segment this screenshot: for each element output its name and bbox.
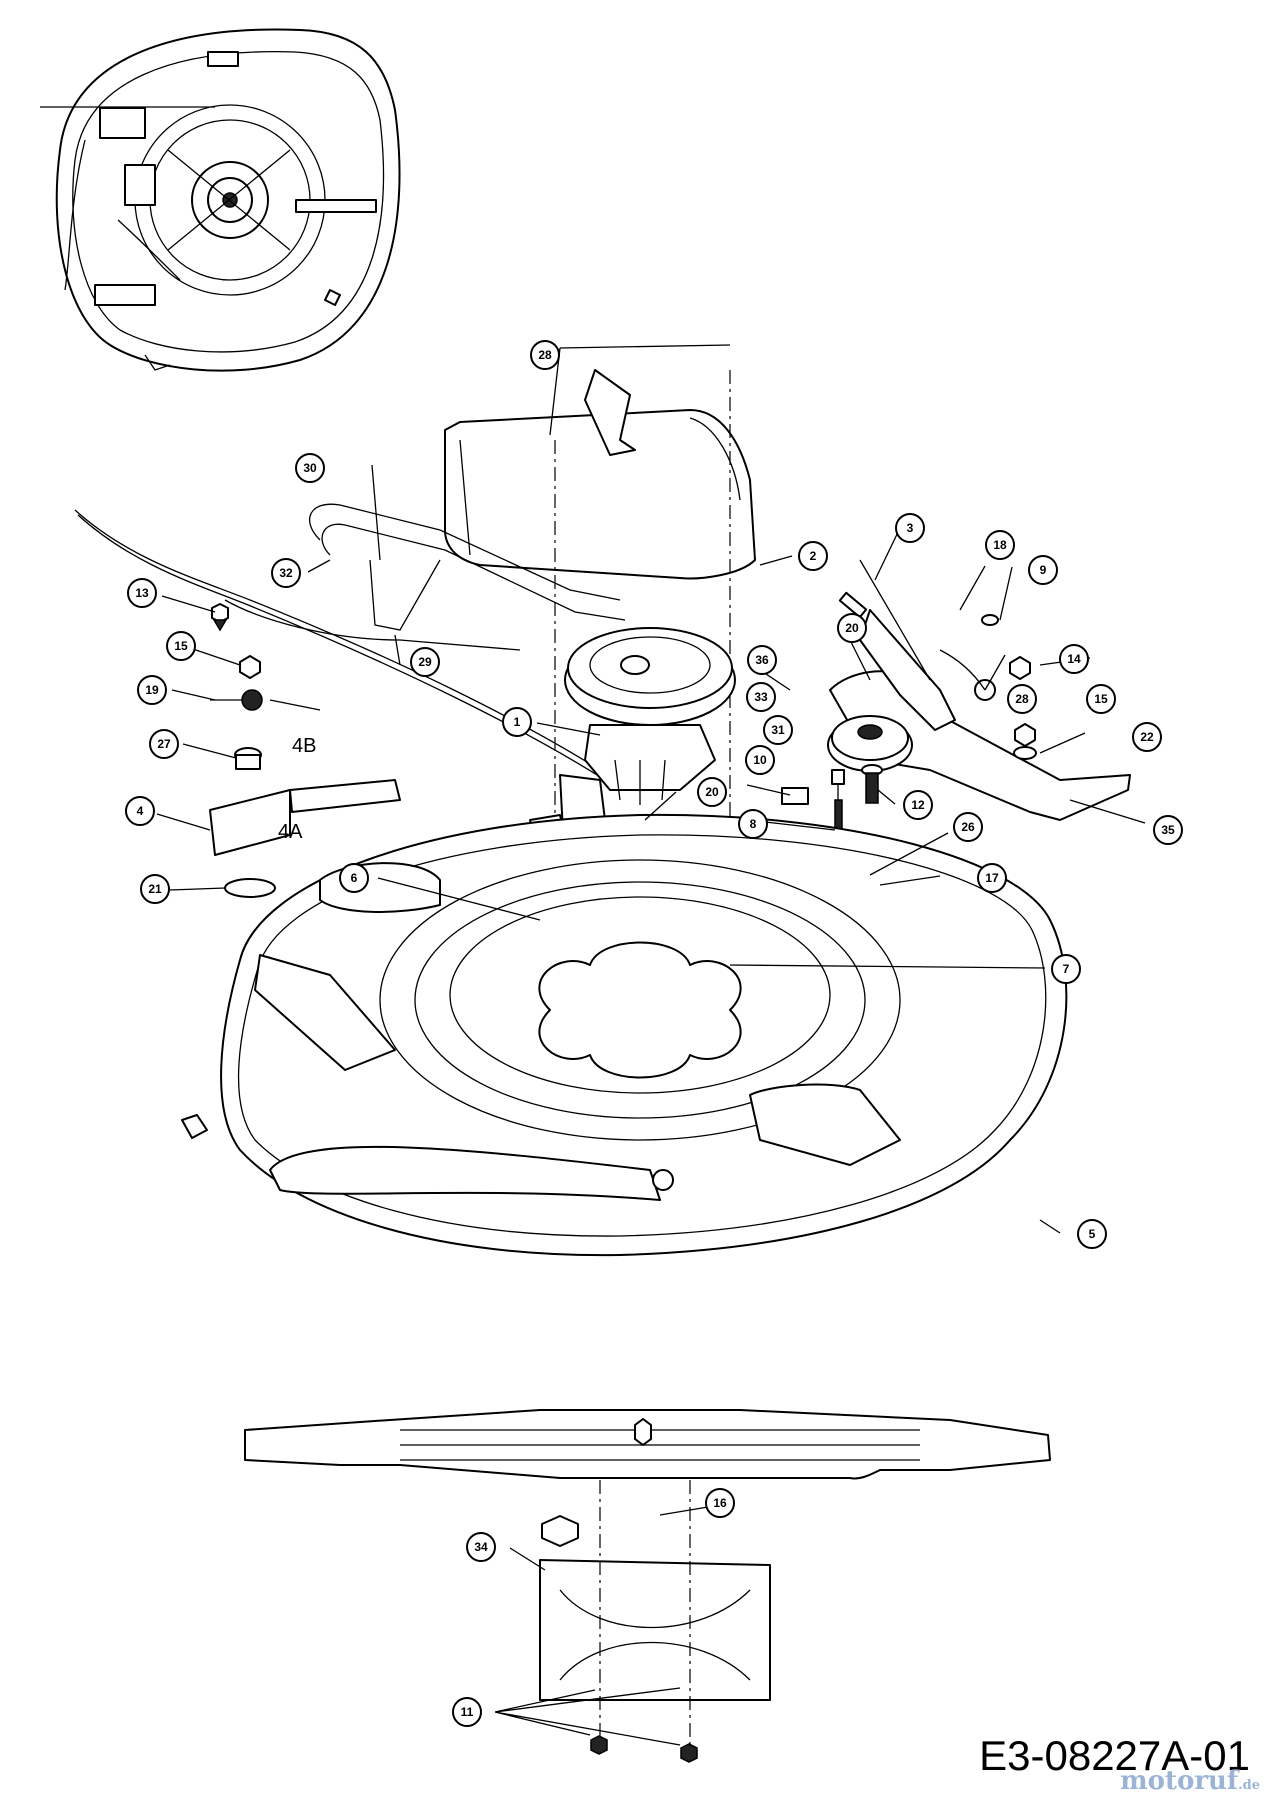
callout-17: 17 xyxy=(977,863,1007,893)
svg-text:6: 6 xyxy=(351,871,358,885)
callout-20: 20 xyxy=(697,777,727,807)
callout-12: 12 xyxy=(903,790,933,820)
svg-text:7: 7 xyxy=(1063,962,1070,976)
watermark-logo: motoruf.de xyxy=(1120,1766,1260,1796)
svg-text:27: 27 xyxy=(157,737,171,751)
svg-text:15: 15 xyxy=(174,639,188,653)
svg-text:13: 13 xyxy=(135,586,149,600)
callout-33: 33 xyxy=(746,682,776,712)
callout-18: 18 xyxy=(985,530,1015,560)
svg-text:16: 16 xyxy=(713,1496,727,1510)
callout-32: 32 xyxy=(271,558,301,588)
callout-8: 8 xyxy=(738,809,768,839)
svg-text:20: 20 xyxy=(845,621,859,635)
hardware-left xyxy=(209,603,401,898)
callout-21: 20 xyxy=(837,613,867,643)
belt-cover xyxy=(444,369,756,1120)
svg-text:28: 28 xyxy=(538,348,552,362)
svg-text:22: 22 xyxy=(1140,730,1154,744)
callout-13: 13 xyxy=(127,578,157,608)
svg-text:2: 2 xyxy=(810,549,817,563)
svg-text:10: 10 xyxy=(753,753,767,767)
svg-text:35: 35 xyxy=(1161,823,1175,837)
svg-text:21: 21 xyxy=(148,882,162,896)
callout-24: 22 xyxy=(1132,722,1162,752)
watermark-name: motoruf xyxy=(1120,1766,1239,1796)
callout-16: 16 xyxy=(705,1488,735,1518)
callout-19: 19 xyxy=(137,675,167,705)
svg-text:19: 19 xyxy=(145,683,159,697)
callout-7: 7 xyxy=(1051,954,1081,984)
svg-text:4: 4 xyxy=(137,804,144,818)
callout-15-left: 15 xyxy=(166,631,196,661)
svg-text:20: 20 xyxy=(705,785,719,799)
callout-1: 1 xyxy=(502,707,532,737)
callout-5: 5 xyxy=(1077,1219,1107,1249)
svg-text:32: 32 xyxy=(279,566,293,580)
callout-34: 34 xyxy=(466,1532,496,1562)
callout-28: 28 xyxy=(1007,684,1037,714)
callout-circles: 28 2 3 18 9 14 15 22 35 28 20 36 33 31 1… xyxy=(125,340,1183,1727)
callout-30: 30 xyxy=(295,453,325,483)
callout-31: 31 xyxy=(763,715,793,745)
svg-text:1: 1 xyxy=(514,715,521,729)
svg-text:18: 18 xyxy=(993,538,1007,552)
blade-adapter xyxy=(539,1480,771,1763)
callout-4: 4 xyxy=(125,796,155,826)
callout-25: 28 xyxy=(530,340,560,370)
callout-26: 26 xyxy=(953,812,983,842)
svg-text:26: 26 xyxy=(961,820,975,834)
svg-text:31: 31 xyxy=(771,723,785,737)
callout-3: 3 xyxy=(895,513,925,543)
callout-36: 36 xyxy=(747,645,777,675)
svg-text:3: 3 xyxy=(907,521,914,535)
callout-11: 11 xyxy=(452,1697,482,1727)
svg-text:12: 12 xyxy=(911,798,925,812)
svg-text:30: 30 xyxy=(303,461,317,475)
svg-text:5: 5 xyxy=(1089,1227,1096,1241)
watermark-tld: .de xyxy=(1238,1778,1260,1793)
spindle-pulley xyxy=(564,627,736,805)
svg-text:34: 34 xyxy=(474,1540,488,1554)
callout-2: 2 xyxy=(798,541,828,571)
mower-deck xyxy=(181,813,1068,1257)
callout-15-right: 15 xyxy=(1086,684,1116,714)
inset-deck-view xyxy=(40,28,401,372)
callout-35: 35 xyxy=(1153,815,1183,845)
drawing-code: E3-08227A-01 xyxy=(979,1732,1250,1779)
label-4B: 4B xyxy=(292,735,316,757)
svg-text:8: 8 xyxy=(750,817,757,831)
callout-14: 14 xyxy=(1059,644,1089,674)
idler-arm xyxy=(827,559,1131,821)
mower-blade xyxy=(244,1409,1051,1480)
svg-text:29: 29 xyxy=(418,655,432,669)
callout-10: 10 xyxy=(745,745,775,775)
callout-22: 21 xyxy=(140,874,170,904)
svg-text:15: 15 xyxy=(1094,692,1108,706)
svg-text:14: 14 xyxy=(1067,652,1081,666)
label-4A: 4A xyxy=(278,821,303,843)
svg-text:17: 17 xyxy=(985,871,999,885)
callout-27: 27 xyxy=(149,729,179,759)
svg-text:36: 36 xyxy=(755,653,769,667)
svg-text:28: 28 xyxy=(1015,692,1029,706)
svg-text:11: 11 xyxy=(461,1705,474,1719)
callout-29: 29 xyxy=(410,647,440,677)
svg-text:33: 33 xyxy=(754,690,768,704)
callout-9: 9 xyxy=(1028,555,1058,585)
svg-text:9: 9 xyxy=(1040,563,1047,577)
callout-6: 6 xyxy=(339,863,369,893)
